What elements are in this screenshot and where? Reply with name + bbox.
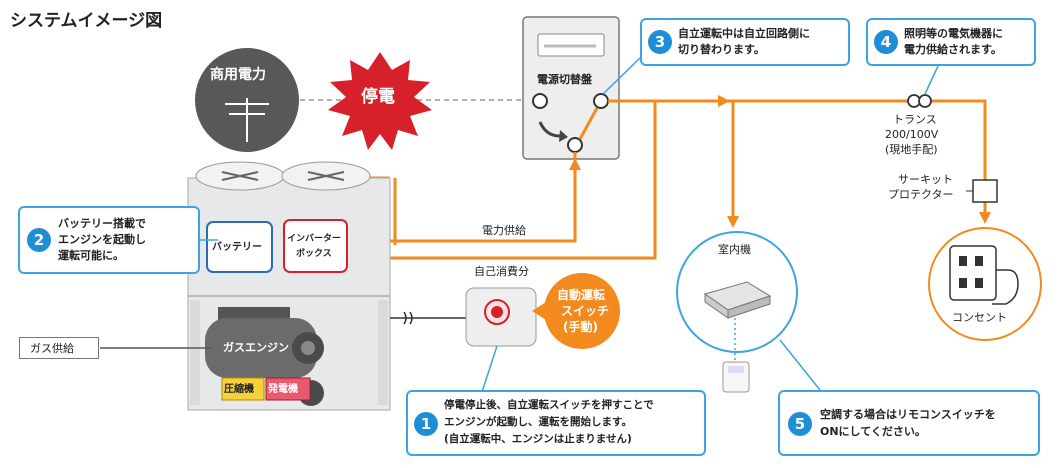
callout-3-line2: 切り替わります。	[678, 43, 765, 56]
self-consumption-label: 自己消費分	[474, 265, 529, 278]
compressor-label: 圧縮機	[224, 384, 254, 395]
outage-burst	[328, 52, 432, 150]
callout-2-number: 2	[27, 228, 51, 252]
outlet-label: コンセント	[952, 311, 1007, 324]
switch-panel-label: 電源切替盤	[537, 73, 592, 86]
callout-1-line1: 停電停止後、自立運転スイッチを押すことで	[444, 399, 654, 411]
gas-engine-label: ガスエンジン	[223, 341, 289, 354]
switch-terminal-left	[532, 93, 548, 109]
callout-5-line2: ONにしてください。	[820, 425, 926, 438]
transformer-label-3: (現地手配)	[885, 143, 938, 156]
power-pole-icon	[225, 98, 269, 142]
callout-2: 2 バッテリー搭載で エンジンを起動し 運転可能に。	[18, 206, 200, 274]
auto-switch-label-3: (手動)	[563, 320, 598, 334]
inverter-label-2: ボックス	[296, 249, 332, 259]
outlet-icon	[949, 245, 997, 301]
callout-4-line2: 電力供給されます。	[904, 43, 1002, 56]
callout-2-line3: 運転可能に。	[58, 249, 124, 262]
auto-switch-button-icon	[491, 306, 503, 318]
callout-1-number: 1	[414, 412, 438, 436]
callout-2-line2: エンジンを起動し	[58, 233, 146, 246]
outage-label: 停電	[361, 87, 395, 107]
callout-4: 4 照明等の電気機器に 電力供給されます。	[866, 18, 1036, 66]
circuit-protector-icon	[972, 179, 998, 203]
callout-5: 5 空調する場合はリモコンスイッチを ONにしてください。	[778, 390, 1040, 456]
battery-box	[206, 221, 273, 273]
callout-3: 3 自立運転中は自立回路側に 切り替わります。	[640, 18, 850, 66]
battery-label: バッテリー	[212, 242, 262, 253]
callout-1-line3: (自立運転中、エンジンは止まりません)	[444, 433, 632, 445]
callout-2-line1: バッテリー搭載で	[58, 217, 146, 230]
auto-switch-label-1: 自動運転	[557, 288, 606, 302]
generator-label: 発電機	[268, 384, 298, 395]
callout-leaders	[200, 57, 939, 393]
callout-4-number: 4	[874, 30, 898, 54]
switch-terminal-bottom	[567, 137, 583, 153]
switch-lever	[578, 107, 599, 140]
transformer-label-2: 200/100V	[885, 128, 939, 141]
gas-supply-box: ガス供給	[19, 337, 99, 359]
orange-power-lines	[308, 99, 987, 382]
circuit-protector-label-2: プロテクター	[888, 188, 954, 201]
compressor-box	[221, 377, 265, 401]
callout-1: 1 停電停止後、自立運転スイッチを押すことで エンジンが起動し、運転を開始します…	[406, 390, 706, 456]
switch-arrow-icon	[538, 121, 561, 138]
circuit-protector-label-1: サーキット	[898, 173, 953, 186]
callout-3-number: 3	[648, 30, 672, 54]
gas-engine-body	[205, 318, 317, 378]
generator-box	[265, 377, 311, 401]
commercial-power-label: 商用電力	[210, 67, 266, 83]
callout-3-line1: 自立運転中は自立回路側に	[678, 27, 810, 40]
inverter-box	[283, 219, 348, 273]
indoor-unit-label: 室内機	[718, 243, 751, 256]
transformer-label-1: トランス	[893, 113, 937, 126]
power-supply-label: 電力供給	[482, 224, 526, 237]
callout-5-number: 5	[788, 412, 812, 436]
diagram-title: システムイメージ図	[10, 11, 163, 31]
callout-5-line1: 空調する場合はリモコンスイッチを	[820, 408, 996, 421]
callout-4-line1: 照明等の電気機器に	[904, 27, 1003, 40]
inverter-label-1: インバーター	[287, 234, 342, 244]
callout-1-line2: エンジンが起動し、運転を開始します。	[444, 416, 632, 428]
switch-terminal-right	[593, 93, 609, 109]
auto-switch-label-circle	[544, 273, 620, 349]
auto-switch-label-2: スイッチ	[561, 304, 610, 318]
